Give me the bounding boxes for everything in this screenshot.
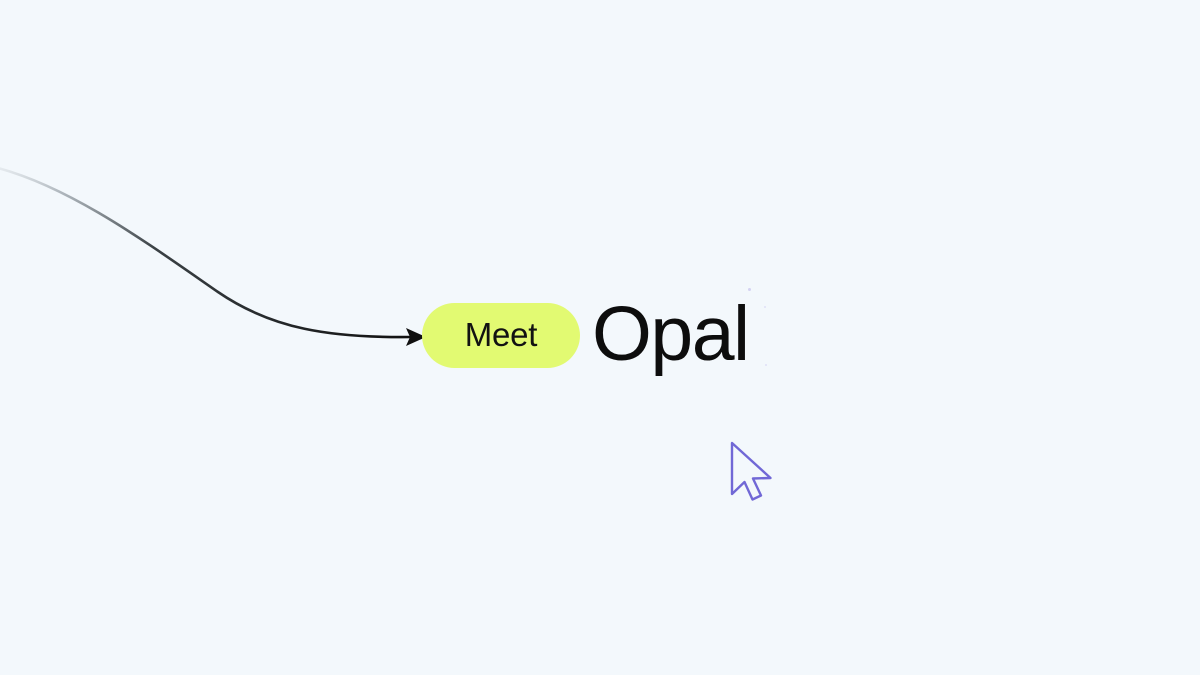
cursor-trail-speck bbox=[764, 306, 766, 308]
meet-badge-label: Meet bbox=[464, 316, 538, 353]
arrow-curve-path bbox=[0, 167, 414, 339]
cursor-outline-path bbox=[730, 441, 772, 501]
cursor-trail-speck bbox=[765, 364, 767, 366]
mouse-pointer-icon bbox=[730, 441, 772, 501]
meet-badge[interactable]: Meet bbox=[422, 303, 580, 368]
opal-wordmark: Opal bbox=[592, 291, 750, 377]
